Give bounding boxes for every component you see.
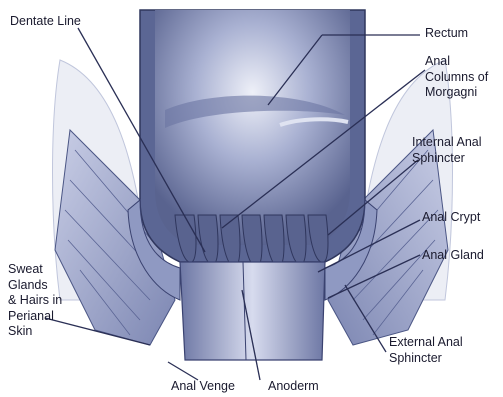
label-internal-sphincter: Internal Anal Sphincter <box>412 135 482 166</box>
label-anal-columns: Anal Columns of Morgagni <box>425 54 488 101</box>
label-anal-verge: Anal Venge <box>171 379 235 395</box>
label-sweat-glands: Sweat Glands & Hairs in Perianal Skin <box>8 262 62 340</box>
rectum-lumen <box>155 10 350 245</box>
label-external-sphincter: External Anal Sphincter <box>389 335 463 366</box>
label-anoderm: Anoderm <box>268 379 319 395</box>
label-dentate-line: Dentate Line <box>10 14 81 30</box>
leader-anal-verge <box>168 362 198 380</box>
label-rectum: Rectum <box>425 26 468 42</box>
label-anal-crypt: Anal Crypt <box>422 210 480 226</box>
label-anal-gland: Anal Gland <box>422 248 484 264</box>
